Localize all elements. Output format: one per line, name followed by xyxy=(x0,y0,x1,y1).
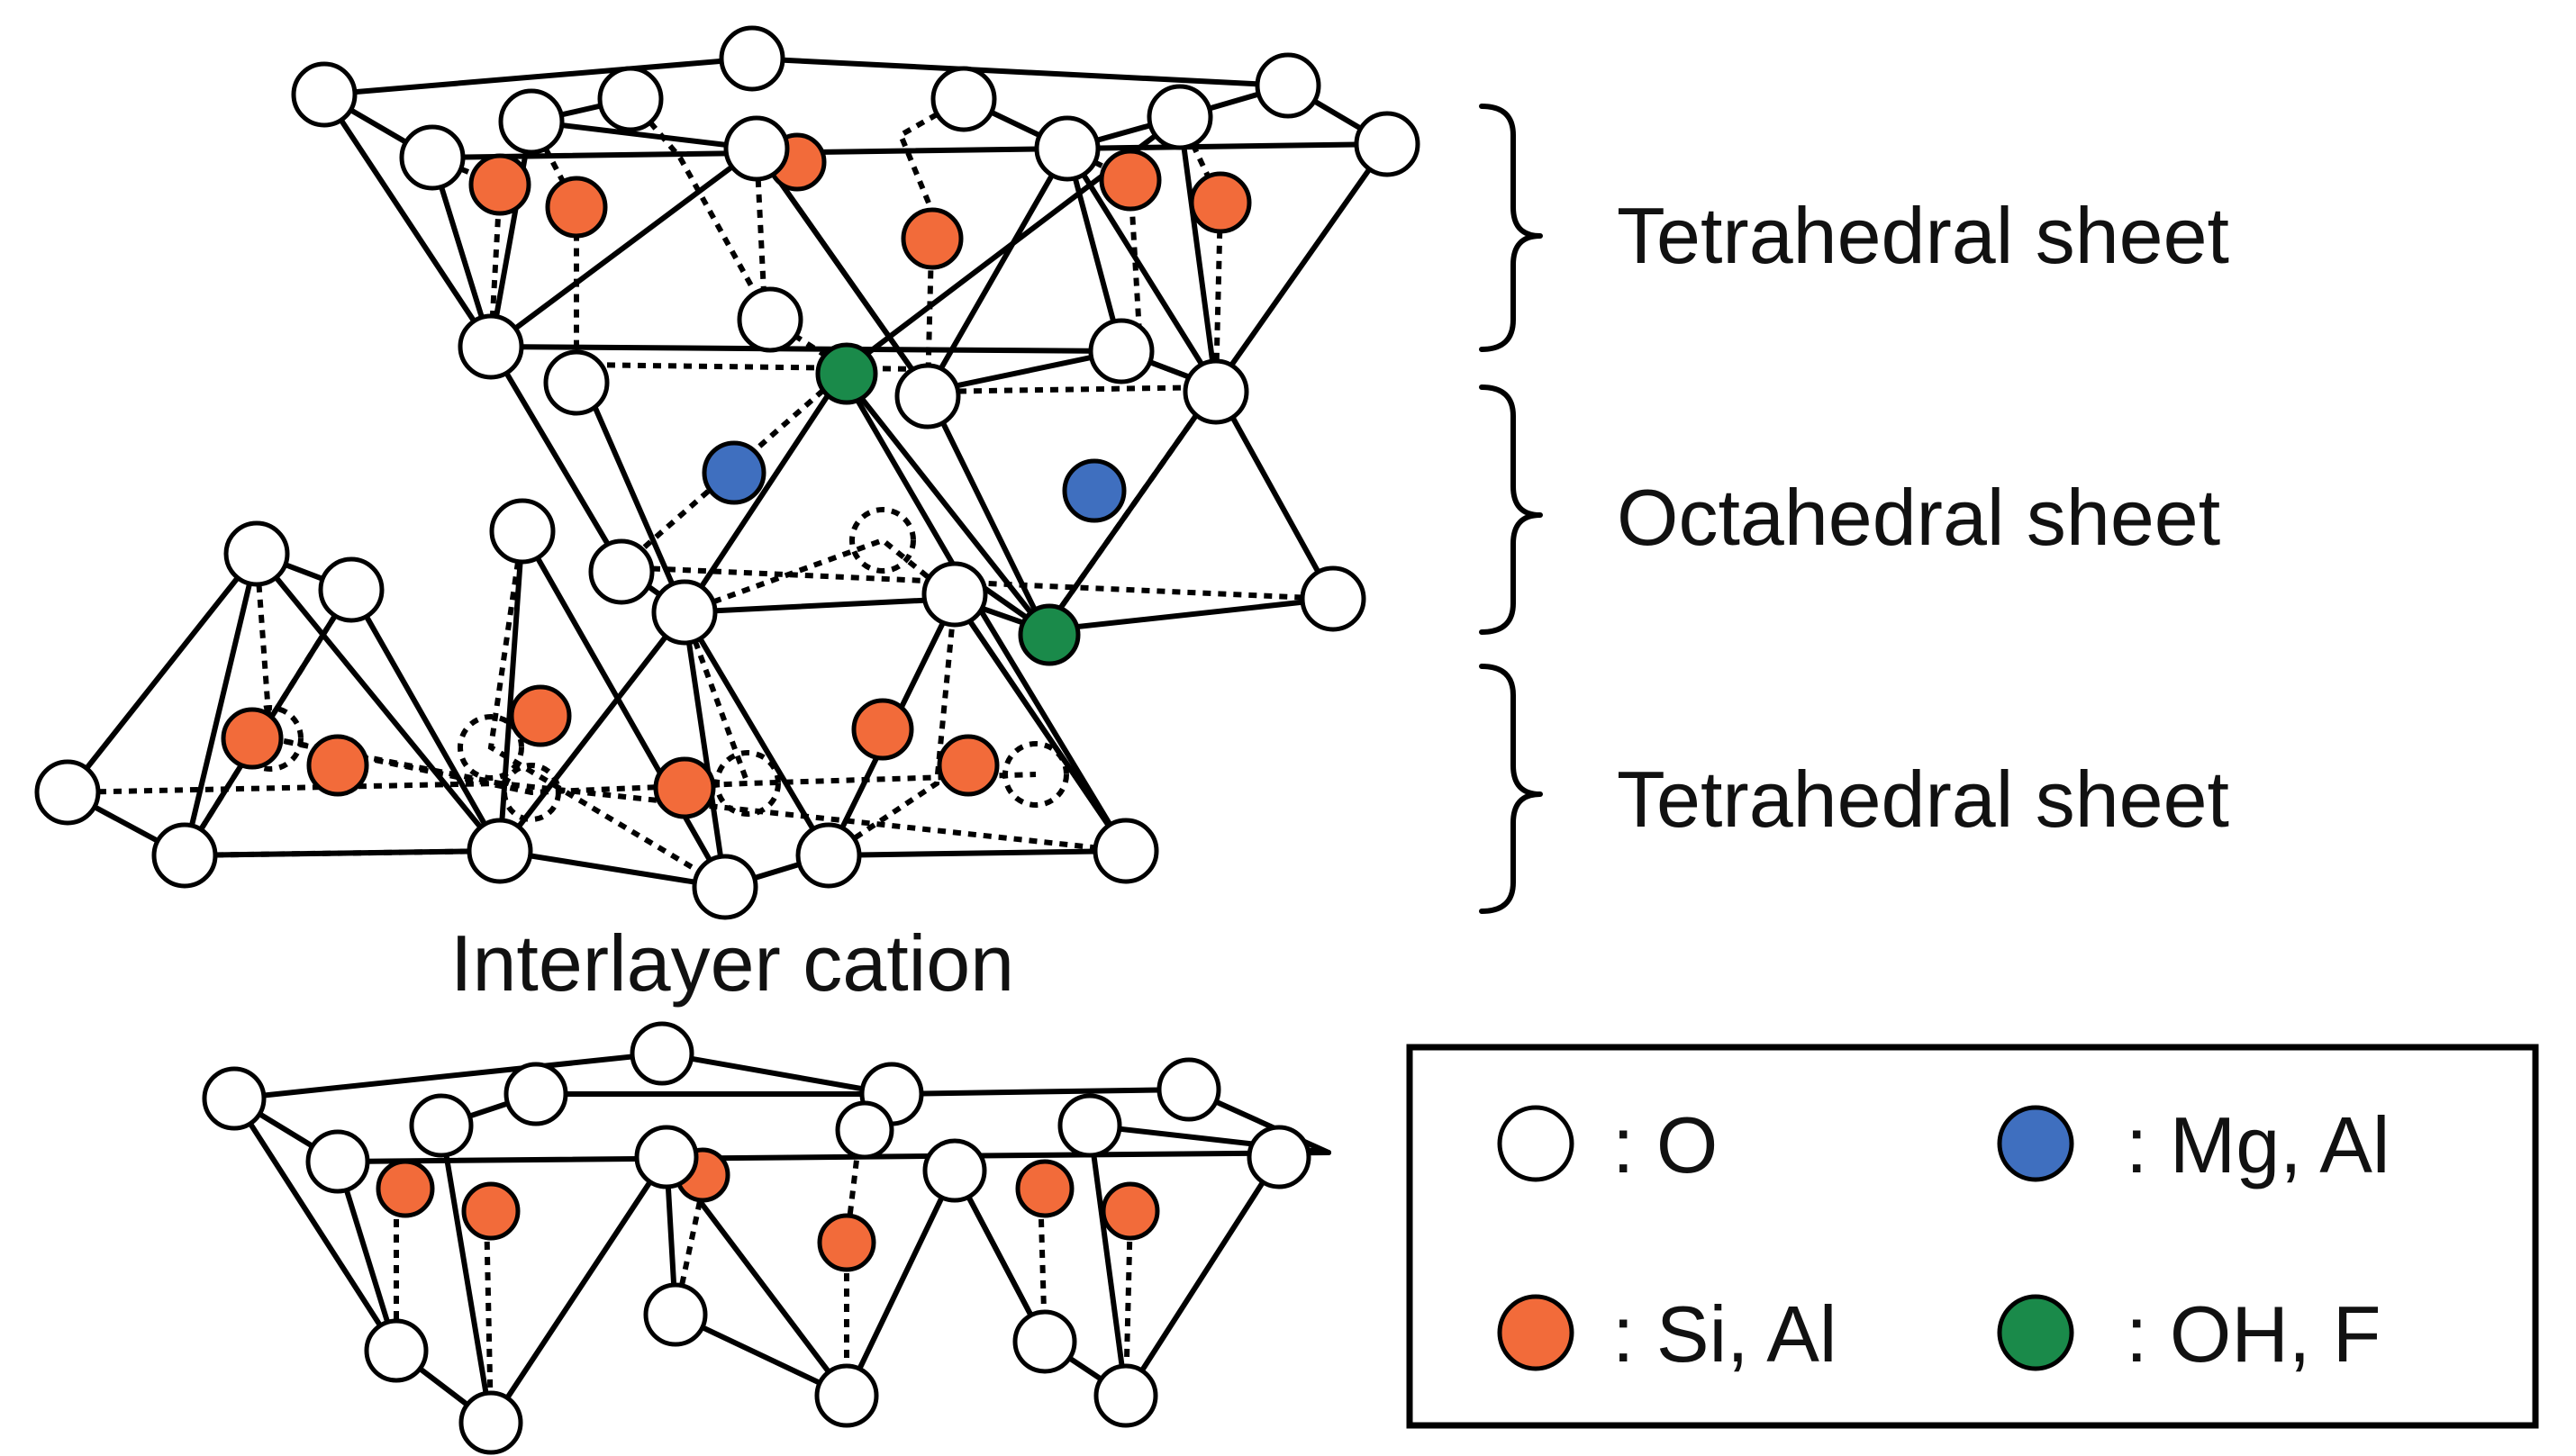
legend-swatch-hydroxyl xyxy=(1997,1294,2074,1371)
lower-silicon-atoms xyxy=(376,1147,1160,1272)
label-octahedral: Octahedral sheet xyxy=(1617,473,2220,562)
lower-oxygen-atoms xyxy=(202,1021,1311,1455)
brace-bottom-tetrahedral xyxy=(1479,664,1543,914)
sheet-braces xyxy=(1479,104,1543,914)
magnesium-atoms xyxy=(702,440,1127,523)
hydroxyl-atoms xyxy=(815,342,1081,666)
legend-box xyxy=(1406,1044,2539,1429)
label-tetrahedral-bottom: Tetrahedral sheet xyxy=(1617,755,2229,844)
legend-swatch-oxygen xyxy=(1497,1105,1574,1182)
legend-label-hydroxyl: : OH, F xyxy=(2126,1289,2381,1379)
legend-swatch-magnesium xyxy=(1997,1105,2074,1182)
brace-octahedral xyxy=(1479,384,1543,635)
lower-layer xyxy=(202,1021,1331,1455)
label-interlayer-cation: Interlayer cation xyxy=(450,918,1014,1008)
legend-label-silicon: : Si, Al xyxy=(1612,1289,1837,1379)
bottom-tetrahedral-bonds xyxy=(65,521,1129,891)
legend-label-oxygen: : O xyxy=(1612,1100,1718,1189)
upper-layer xyxy=(34,25,1420,920)
legend-swatch-silicon xyxy=(1497,1294,1574,1371)
brace-top-tetrahedral xyxy=(1479,104,1543,352)
label-tetrahedral-top: Tetrahedral sheet xyxy=(1617,191,2229,280)
oxygen-atoms xyxy=(34,25,1420,920)
silicon-atoms xyxy=(221,132,1252,819)
legend: : O : Mg, Al : Si, Al : OH, F xyxy=(1406,1044,2539,1429)
legend-label-magnesium: : Mg, Al xyxy=(2126,1100,2390,1189)
